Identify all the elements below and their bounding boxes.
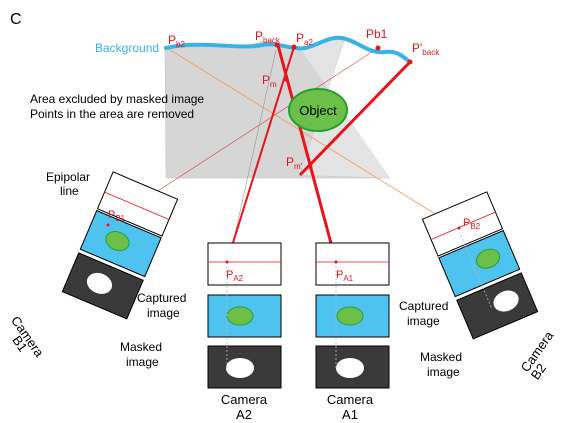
label-pB2: PB2 [463,217,481,231]
camera-a1-label-line2: A1 [342,407,358,422]
camera-b1-epipolar-frame [96,171,179,237]
camera-a1-captured-image [315,294,390,338]
label-pA1: PA1 [336,269,354,283]
point-pA1 [334,260,338,264]
point-pB2 [457,226,461,230]
captured-label-right-line1: Captured [399,299,448,313]
masked-label-right-line2: image [427,365,460,379]
camera-a1-label-line1: Camera [327,392,374,407]
label-pback-prime: P'back [412,41,440,57]
camera-b1-mask-hole [86,272,113,294]
camera-b2-object [475,248,501,269]
masked-label-right-line1: Masked [420,350,462,364]
label-pA2: PA2 [226,269,244,283]
camera-a1-object [336,306,364,326]
camera-b2-epipolar-line [430,211,496,240]
area-label-line1: Area excluded by masked image [30,92,204,106]
panel-letter: C [10,11,22,28]
label-pa2: Pa2 [296,31,313,47]
camera-a1-mask-hole [336,358,364,378]
captured-label-left-line2: image [147,306,180,320]
camera-b2-mask-hole [493,290,519,312]
label-pback: Pback [255,29,281,45]
captured-label-left-line1: Captured [137,291,186,305]
camera-b2-label-line2: B2 [528,361,549,383]
camera-a2 [207,242,282,389]
background-curve [164,35,412,64]
camera-a2-label-line2: A2 [236,407,252,422]
camera-b2-epipolar-frame [421,191,504,257]
camera-b1-label-line2: B1 [9,333,30,355]
epipolar-label-line2: line [60,184,79,198]
label-pB1: PB1 [108,209,126,223]
label-pb2: Pb2 [168,33,185,49]
camera-b1-object [105,231,130,252]
point-pm [283,76,289,82]
label-pm: Pm [262,73,277,89]
camera-a1 [315,242,390,389]
red-ray-a2 [226,46,295,263]
masked-label-left-line2: image [126,355,159,369]
camera-a1-epipolar-frame [315,242,390,286]
background-label: Background [95,41,159,55]
camera-a2-object [226,306,254,326]
camera-b2 [421,191,539,340]
camera-a2-label-line1: Camera [221,392,268,407]
point-pm-prime [307,163,313,169]
red-ray-a1 [276,44,338,263]
label-pm-prime: Pm' [286,155,303,171]
red-ray-back [298,60,412,177]
camera-a2-mask-hole [226,358,254,378]
point-pA2 [225,260,229,264]
point-pb1 [375,45,381,51]
orange-ray-1 [166,47,459,229]
object-ellipse [288,88,348,132]
camera-b1 [61,171,179,320]
area-label-line2: Points in the area are removed [30,107,194,121]
point-pB1 [106,223,110,227]
point-pback [274,42,280,48]
camera-a2-epipolar-frame [207,242,282,286]
point-pback-prime [407,59,413,65]
camera-b1-label-line1: Camera [8,313,47,360]
label-pb1: Pb1 [366,27,388,41]
excluded-area-light [300,38,390,178]
object-label: Object [299,103,337,118]
camera-b1-epipolar-line [104,191,170,220]
point-pa2 [291,44,297,50]
masked-label-left-line1: Masked [120,340,162,354]
captured-label-right-line2: image [407,314,440,328]
epipolar-label-line1: Epipolar [46,170,90,184]
